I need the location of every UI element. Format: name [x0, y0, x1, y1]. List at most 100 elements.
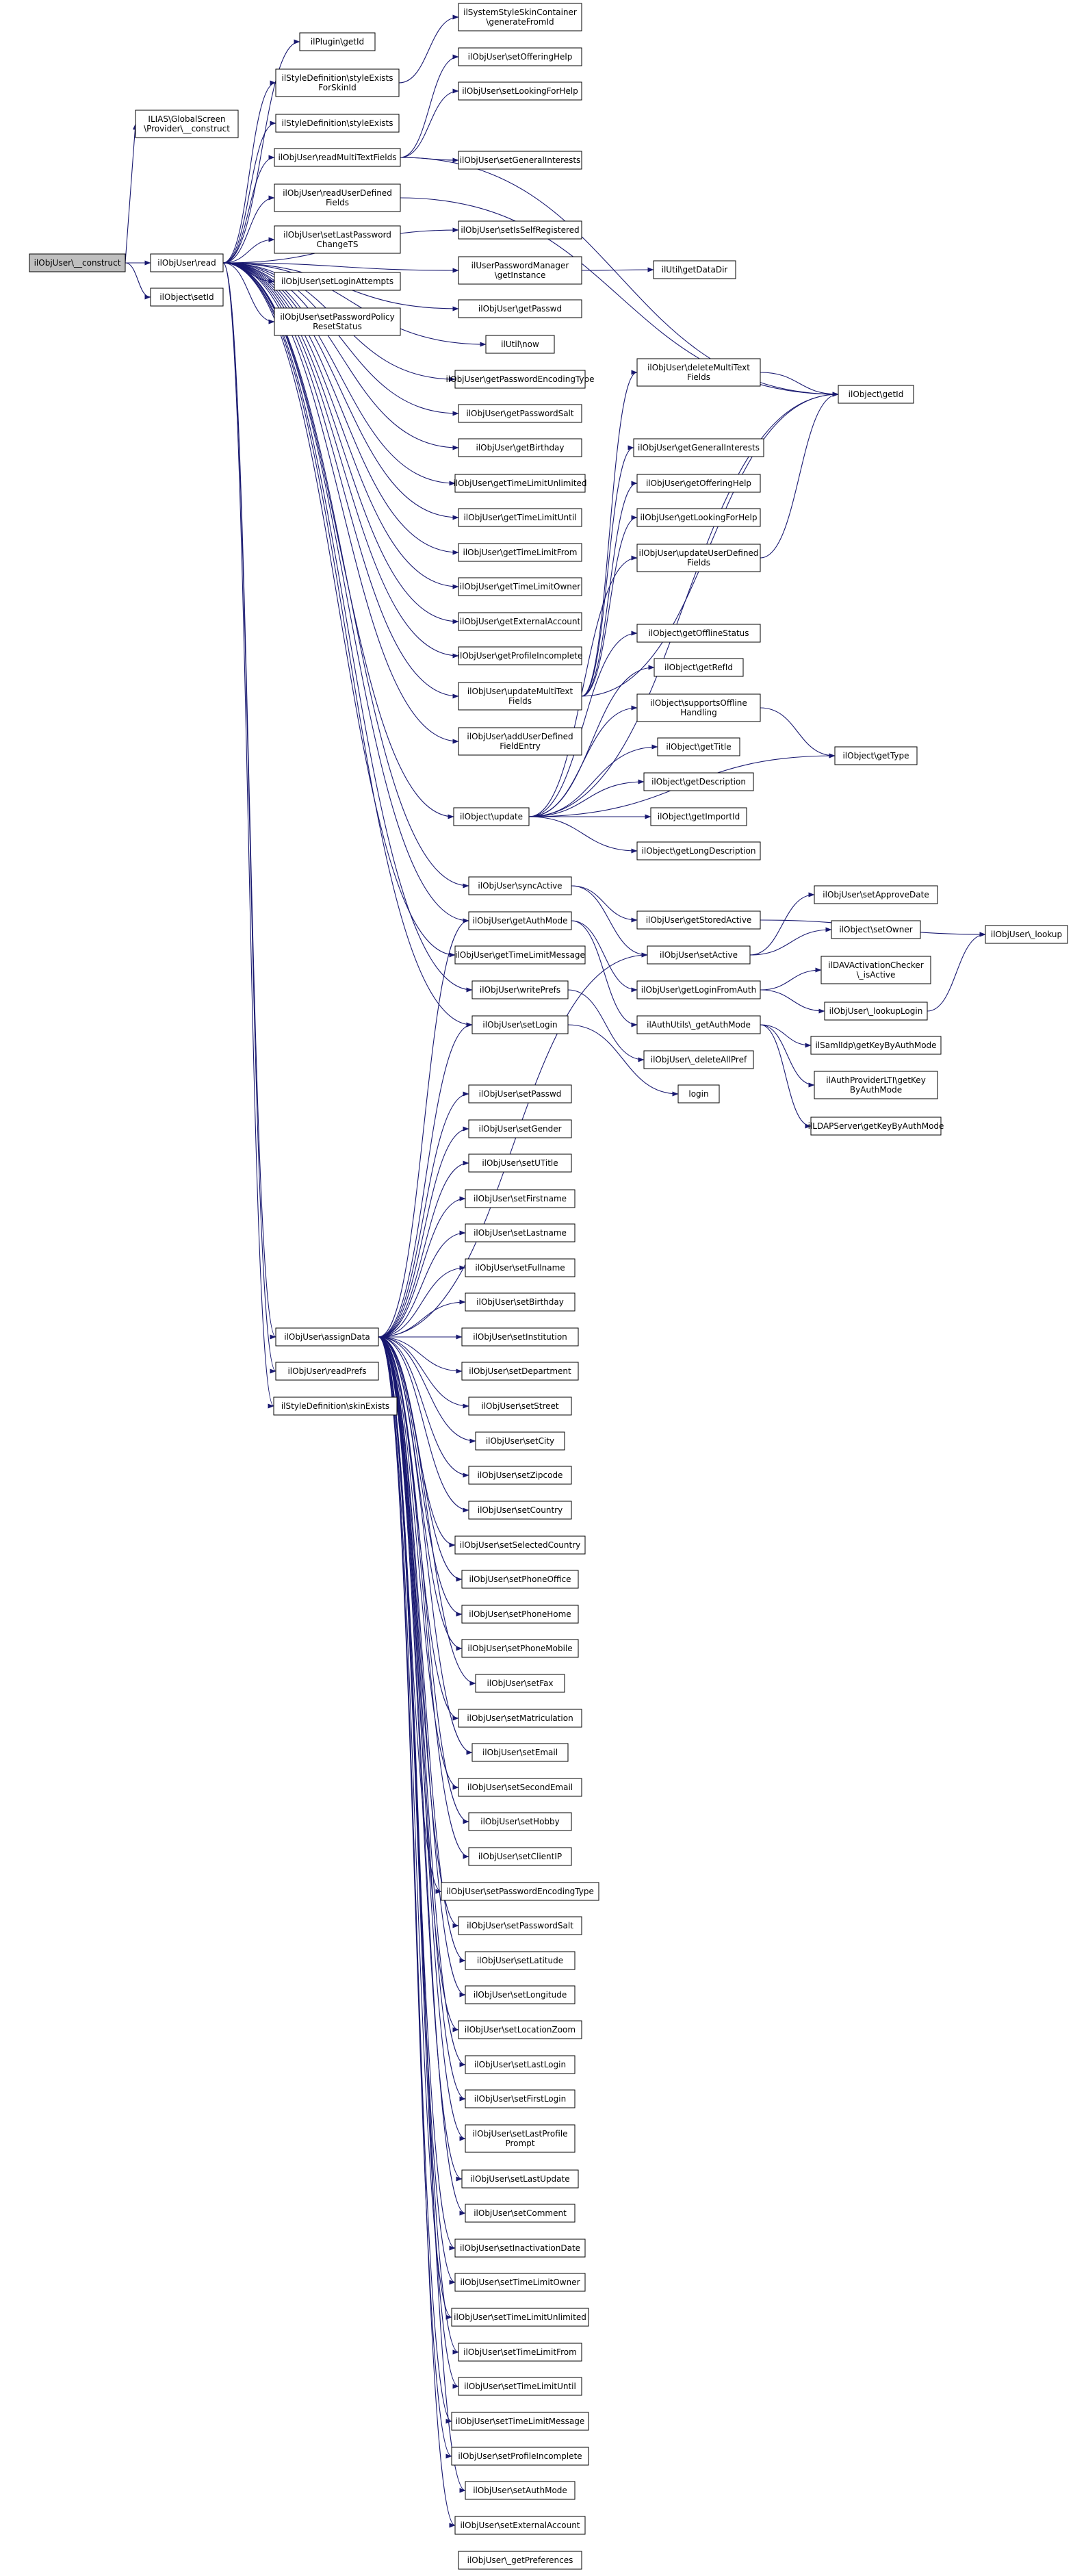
node-set-auth-mode[interactable]: ilObjUser\setAuthMode — [465, 2481, 576, 2500]
node-set-phone-mobile[interactable]: ilObjUser\setPhoneMobile — [461, 1639, 579, 1658]
node-set-city[interactable]: ilObjUser\setCity — [475, 1431, 565, 1451]
node-set-comment[interactable]: ilObjUser\setComment — [465, 2204, 576, 2223]
node-get-general-interests[interactable]: ilObjUser\getGeneralInterests — [633, 438, 764, 457]
node-set-lastname[interactable]: ilObjUser\setLastname — [465, 1223, 576, 1242]
node-set-country[interactable]: ilObjUser\setCountry — [468, 1501, 572, 1520]
node-get-passwd[interactable]: ilObjUser\getPasswd — [458, 299, 582, 318]
node-set-ext-account[interactable]: ilObjUser\setExternalAccount — [454, 2516, 586, 2535]
node-get-stored-active[interactable]: ilObjUser\getStoredActive — [636, 910, 761, 930]
node-util-now[interactable]: ilUtil\now — [485, 335, 555, 354]
node-dav-checker[interactable]: ilDAVActivationChecker\_isActive — [820, 956, 931, 984]
node-read-multi[interactable]: ilObjUser\readMultiTextFields — [274, 148, 401, 167]
node-skin-exists[interactable]: ilStyleDefinition\skinExists — [273, 1397, 398, 1416]
node-set-fax[interactable]: ilObjUser\setFax — [475, 1674, 565, 1693]
node-get-import-id[interactable]: ilObject\getImportId — [650, 807, 747, 826]
node-get-preferences[interactable]: ilObjUser\_getPreferences — [458, 2551, 582, 2570]
node-get-ref-id[interactable]: ilObject\getRefId — [654, 658, 744, 677]
node-set-fullname[interactable]: ilObjUser\setFullname — [465, 1258, 576, 1277]
node-set-phone-home[interactable]: ilObjUser\setPhoneHome — [461, 1605, 579, 1624]
node-auth-get-auth-mode[interactable]: ilAuthUtils\_getAuthMode — [636, 1015, 761, 1034]
node-set-latitude[interactable]: ilObjUser\setLatitude — [465, 1951, 576, 1970]
node-get-offering-help[interactable]: ilObjUser\getOfferingHelp — [636, 474, 761, 493]
node-set-zipcode[interactable]: ilObjUser\setZipcode — [468, 1466, 572, 1485]
node-plugin-get-id[interactable]: ilPlugin\getId — [299, 32, 376, 51]
node-set-tlunlimited[interactable]: ilObjUser\setTimeLimitUnlimited — [451, 2308, 589, 2327]
node-lookup-login[interactable]: ilObjUser\_lookupLogin — [824, 1002, 928, 1021]
node-get-offline-status[interactable]: ilObject\getOfflineStatus — [636, 624, 761, 643]
node-update[interactable]: ilObject\update — [453, 807, 530, 826]
node-get-long-description[interactable]: ilObject\getLongDescription — [636, 841, 761, 860]
node-set-department[interactable]: ilObjUser\setDepartment — [461, 1362, 579, 1381]
node-set-tlfrom[interactable]: ilObjUser\setTimeLimitFrom — [458, 2343, 582, 2362]
node-set-tluntil[interactable]: ilObjUser\setTimeLimitUntil — [458, 2377, 582, 2396]
node-get-title[interactable]: ilObject\getTitle — [657, 737, 740, 756]
node-set-hobby[interactable]: ilObjUser\setHobby — [468, 1812, 572, 1831]
node-set-owner[interactable]: ilObject\setOwner — [831, 920, 921, 939]
node-set-gender[interactable]: ilObjUser\setGender — [468, 1119, 572, 1138]
node-get-looking-for-help[interactable]: ilObjUser\getLookingForHelp — [636, 508, 761, 527]
node-get-auth-mode[interactable]: ilObjUser\getAuthMode — [468, 911, 572, 930]
node-get-tlmessage[interactable]: ilObjUser\getTimeLimitMessage — [454, 945, 586, 965]
node-set-selected-country[interactable]: ilObjUser\setSelectedCountry — [454, 1535, 586, 1555]
node-set-birthday[interactable]: ilObjUser\setBirthday — [465, 1292, 576, 1312]
node-read-prefs[interactable]: ilObjUser\readPrefs — [275, 1362, 379, 1381]
node-set-matriculation[interactable]: ilObjUser\setMatriculation — [458, 1709, 582, 1728]
node-set-second-email[interactable]: ilObjUser\setSecondEmail — [458, 1778, 582, 1797]
node-get-profile-incomplete[interactable]: ilObjUser\getProfileIncomplete — [458, 646, 583, 665]
node-set-general-interests[interactable]: ilObjUser\setGeneralInterests — [458, 151, 582, 170]
node-get-description[interactable]: ilObject\getDescription — [643, 772, 754, 791]
node-set-location-zoom[interactable]: ilObjUser\setLocationZoom — [458, 2020, 582, 2039]
node-set-pw-salt[interactable]: ilObjUser\setPasswordSalt — [458, 1916, 582, 1935]
node-sync-active[interactable]: ilObjUser\syncActive — [468, 876, 572, 895]
node-obj-get-id[interactable]: ilObject\getId — [838, 385, 914, 404]
node-set-inactivation-date[interactable]: ilObjUser\setInactivationDate — [454, 2239, 586, 2258]
node-lookup[interactable]: ilObjUser\_lookup — [985, 925, 1068, 944]
node-get-tlfrom[interactable]: ilObjUser\getTimeLimitFrom — [458, 543, 582, 562]
node-util-data-dir[interactable]: ilUtil\getDataDir — [653, 260, 736, 279]
node-ldap-server[interactable]: ilLDAPServer\getKeyByAuthMode — [808, 1117, 944, 1136]
node-set-active[interactable]: ilObjUser\setActive — [647, 945, 751, 965]
node-set-login-attempts[interactable]: ilObjUser\setLoginAttempts — [274, 272, 401, 291]
node-style-exists[interactable]: ilStyleDefinition\styleExists — [275, 114, 400, 133]
node-read[interactable]: ilObjUser\read — [150, 253, 224, 272]
node-pw-manager[interactable]: ilUserPasswordManager\getInstance — [458, 256, 582, 285]
node-get-tluntil[interactable]: ilObjUser\getTimeLimitUntil — [458, 508, 582, 527]
node-set-street[interactable]: ilObjUser\setStreet — [468, 1397, 572, 1416]
node-construct[interactable]: ilObjUser\__construct — [29, 253, 126, 272]
node-saml-idp[interactable]: ilSamlIdp\getKeyByAuthMode — [810, 1036, 942, 1055]
node-set-institution[interactable]: ilObjUser\setInstitution — [461, 1327, 579, 1347]
node-set-offering-help[interactable]: ilObjUser\setOfferingHelp — [458, 47, 582, 66]
node-set-client-ip[interactable]: ilObjUser\setClientIP — [468, 1847, 572, 1866]
node-set-last-login[interactable]: ilObjUser\setLastLogin — [465, 2055, 576, 2074]
node-set-first-login[interactable]: ilObjUser\setFirstLogin — [465, 2089, 576, 2108]
node-set-tlowner[interactable]: ilObjUser\setTimeLimitOwner — [454, 2273, 586, 2292]
node-login[interactable]: login — [677, 1084, 720, 1104]
node-set-looking-for-help[interactable]: ilObjUser\setLookingForHelp — [458, 81, 582, 101]
node-sys-skin-generate[interactable]: ilSystemStyleSkinContainer\generateFromI… — [458, 3, 582, 31]
node-get-tlowner[interactable]: ilObjUser\getTimeLimitOwner — [458, 577, 582, 596]
node-set-login[interactable]: ilObjUser\setLogin — [471, 1015, 569, 1034]
node-get-pw-salt[interactable]: ilObjUser\getPasswordSalt — [458, 404, 582, 423]
node-set-email[interactable]: ilObjUser\setEmail — [471, 1743, 569, 1762]
node-set-pw-enc-type[interactable]: ilObjUser\setPasswordEncodingType — [441, 1882, 599, 1901]
node-get-login-from-auth[interactable]: ilObjUser\getLoginFromAuth — [636, 980, 761, 999]
node-assign-data[interactable]: ilObjUser\assignData — [275, 1327, 379, 1347]
node-delete-all-pref[interactable]: ilObjUser\_deleteAllPref — [643, 1050, 754, 1069]
node-get-pw-enc-type[interactable]: ilObjUser\getPasswordEncodingType — [445, 370, 595, 389]
node-set-approve-date[interactable]: ilObjUser\setApproveDate — [814, 885, 938, 904]
node-get-tlunlimited[interactable]: ilObjUser\getTimeLimitUnlimited — [453, 474, 587, 493]
node-lti-provider[interactable]: ilAuthProviderLTI\getKeyByAuthMode — [814, 1071, 938, 1099]
node-gs-provider[interactable]: ILIAS\GlobalScreen\Provider\__construct — [135, 110, 239, 138]
node-set-last-update[interactable]: ilObjUser\setLastUpdate — [461, 2169, 579, 2189]
node-set-utitle[interactable]: ilObjUser\setUTitle — [468, 1153, 572, 1173]
node-get-type[interactable]: ilObject\getType — [834, 746, 918, 765]
node-set-phone-office[interactable]: ilObjUser\setPhoneOffice — [461, 1570, 579, 1589]
